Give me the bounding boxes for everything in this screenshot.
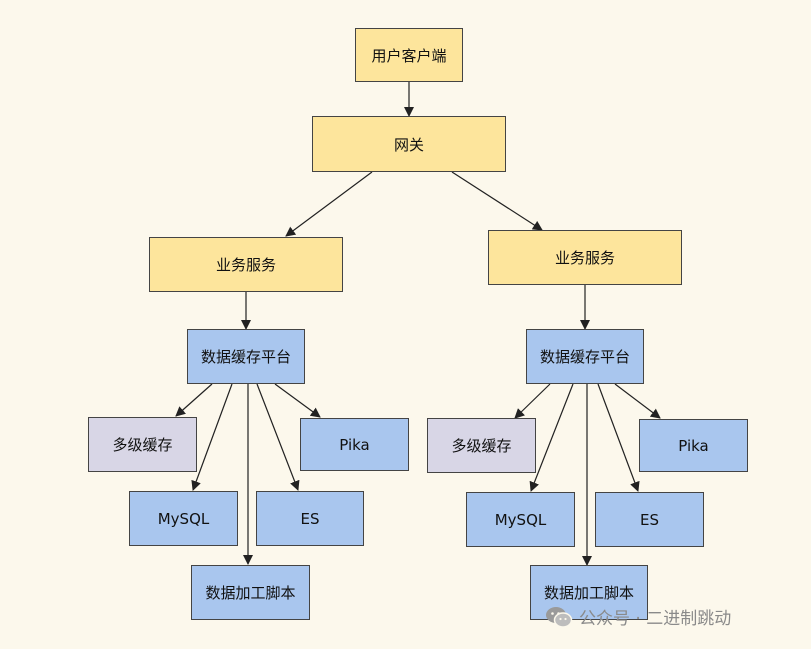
right-business-service-node: 业务服务	[488, 230, 682, 285]
arrow-gateway-right-service	[451, 171, 543, 231]
arrow-left-platform-cache	[175, 383, 213, 417]
arrow-right-platform-es	[597, 383, 640, 492]
arrow-left-platform-mysql	[191, 383, 233, 491]
client-node: 用户客户端	[355, 28, 463, 82]
left-data-cache-platform-node: 数据缓存平台	[187, 329, 305, 384]
left-pika-node: Pika	[300, 418, 409, 471]
left-es-node: ES	[256, 491, 364, 546]
left-data-processing-script-node: 数据加工脚本	[191, 565, 310, 620]
arrow-right-platform-mysql	[529, 383, 574, 492]
arrow-left-platform-pika	[274, 383, 321, 418]
gateway-node: 网关	[312, 116, 506, 172]
right-es-node: ES	[595, 492, 704, 547]
left-multilevel-cache-node: 多级缓存	[88, 417, 197, 472]
right-multilevel-cache-node: 多级缓存	[427, 418, 536, 473]
arrow-gateway-left-service	[285, 171, 373, 237]
right-data-cache-platform-node: 数据缓存平台	[526, 329, 644, 384]
arrow-right-platform-cache	[514, 383, 551, 419]
arrow-right-platform-pika	[614, 383, 661, 419]
left-mysql-node: MySQL	[129, 491, 238, 546]
arrow-left-platform-es	[256, 383, 300, 491]
right-pika-node: Pika	[639, 419, 748, 472]
watermark: 公众号 · 二进制跳动	[545, 604, 731, 629]
wechat-icon	[546, 606, 573, 628]
left-business-service-node: 业务服务	[149, 237, 343, 292]
watermark-text: 公众号 · 二进制跳动	[579, 609, 732, 629]
right-mysql-node: MySQL	[466, 492, 575, 547]
